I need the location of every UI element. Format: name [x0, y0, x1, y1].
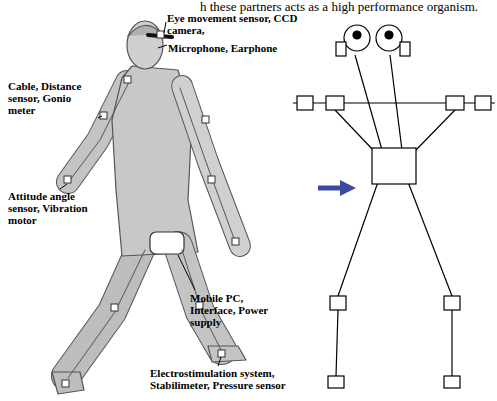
sensor-label: Eye movement sensor, CCD camera,	[167, 12, 307, 36]
sensor-label: Microphone, Earphone	[168, 42, 308, 54]
sensor-label: Attitude angle sensor, Vibration motor	[8, 190, 100, 226]
transform-arrow	[318, 180, 356, 196]
sensor-label: Cable, Distance sensor, Gonio meter	[8, 80, 100, 116]
block-diagram	[293, 25, 495, 388]
page-text: h these partners acts as a high performa…	[200, 0, 478, 14]
sensor-squares	[62, 31, 239, 387]
sensor-label: Electrostimulation system, Stabilimeter,…	[150, 367, 320, 391]
device-label: Mobile PC, Interface, Power supply	[190, 292, 272, 328]
